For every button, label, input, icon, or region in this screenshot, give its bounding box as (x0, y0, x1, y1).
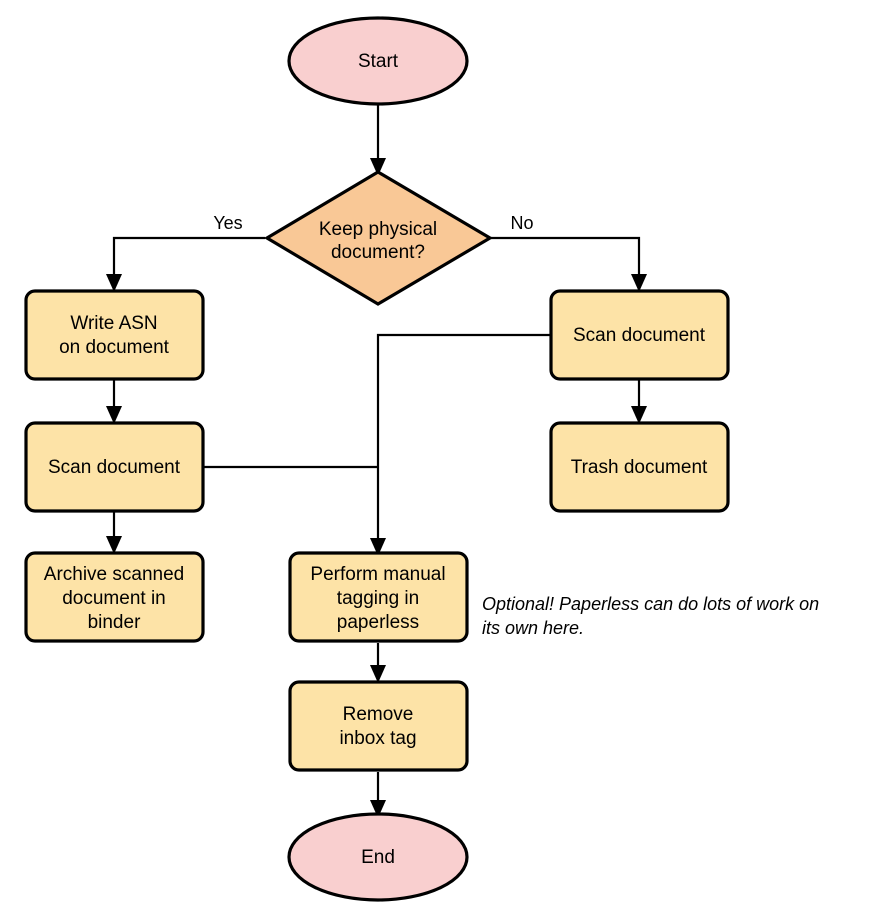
note-line-1: Optional! Paperless can do lots of work … (482, 594, 819, 614)
decision-label-line-2: document? (331, 242, 425, 263)
tagging-box-shape (288, 551, 469, 643)
write-asn-box-shape (24, 289, 205, 381)
node-trash-document[interactable]: Trash document (549, 421, 730, 513)
arrowhead-writeasn-to-scanleft (106, 406, 122, 424)
note-optional-paperless: Optional! Paperless can do lots of work … (482, 594, 819, 638)
remove-inbox-tag-label-line-2: inbox tag (339, 728, 416, 749)
start-ellipse-shape (287, 16, 469, 106)
arrowhead-scanright-to-trash (631, 406, 647, 424)
end-ellipse-shape (287, 812, 469, 902)
node-perform-manual-tagging[interactable]: Perform manual tagging in paperless (288, 551, 469, 643)
write-asn-label-line-2: on document (59, 337, 170, 358)
scan-document-right-box-shape (549, 289, 730, 381)
trash-document-box-shape (549, 421, 730, 513)
node-archive-scanned-document[interactable]: Archive scanned document in binder (24, 551, 205, 643)
connector-layer (106, 104, 647, 818)
archive-box-shape (24, 551, 205, 643)
end-label: End (361, 847, 395, 868)
trash-document-label: Trash document (571, 457, 708, 478)
remove-inbox-tag-label-line-1: Remove (343, 704, 414, 725)
tagging-label-line-2: tagging in (337, 588, 419, 609)
edge-decision-yes (112, 236, 265, 282)
arrowhead-decision-no (631, 274, 647, 292)
decision-diamond-shape (263, 170, 494, 306)
tagging-label-line-1: Perform manual (310, 564, 445, 585)
archive-label-line-1: Archive scanned (44, 564, 184, 585)
note-line-2: its own here. (482, 618, 584, 638)
arrowhead-merge-to-tagging (370, 538, 386, 556)
arrowhead-decision-yes (106, 274, 122, 292)
archive-label-line-3: binder (88, 612, 141, 633)
remove-inbox-tag-box-shape (288, 680, 469, 772)
decision-label-line-1: Keep physical (319, 219, 437, 240)
node-end[interactable]: End (287, 812, 469, 902)
edge-label-yes: Yes (213, 213, 242, 233)
arrowhead-scanleft-to-archive (106, 536, 122, 554)
node-write-asn[interactable]: Write ASN on document (24, 289, 205, 381)
edge-scanright-to-tagging (376, 333, 552, 546)
scan-document-left-label: Scan document (48, 457, 181, 478)
edge-label-no: No (510, 213, 533, 233)
scan-document-right-label: Scan document (573, 325, 706, 346)
edge-decision-no (491, 236, 641, 282)
start-label: Start (358, 51, 399, 72)
tagging-label-line-3: paperless (337, 612, 419, 633)
arrowhead-tagging-to-removeinbox (370, 665, 386, 683)
node-scan-document-left[interactable]: Scan document (24, 421, 205, 513)
node-start[interactable]: Start (287, 16, 469, 106)
write-asn-label-line-1: Write ASN (70, 313, 157, 334)
arrowhead-removeinbox-to-end (370, 800, 386, 818)
scan-document-left-box-shape (24, 421, 205, 513)
node-decision-keep-physical-document[interactable]: Keep physical document? (263, 170, 494, 306)
archive-label-line-2: document in (62, 588, 166, 609)
node-remove-inbox-tag[interactable]: Remove inbox tag (288, 680, 469, 772)
arrowhead-start-to-decision (370, 158, 386, 176)
node-scan-document-right[interactable]: Scan document (549, 289, 730, 381)
